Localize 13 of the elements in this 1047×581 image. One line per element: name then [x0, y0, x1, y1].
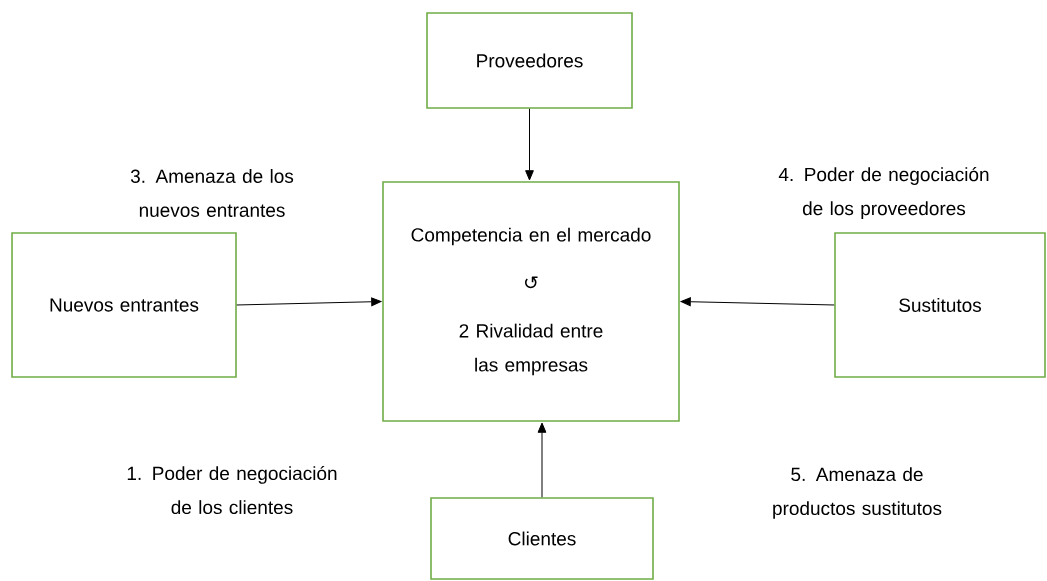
arrow: [525, 108, 534, 181]
box: Proveedores: [426, 12, 633, 109]
note-text: 1. Poder de negociación de los clientes: [127, 465, 337, 515]
arrow: [537, 422, 547, 498]
arrow: [680, 297, 835, 307]
note-text: 5. Amenaza de productos sustitutos: [773, 467, 942, 519]
central-box: Competencia en el mercado ↺ 2 Rivalidad entre las empresas: [382, 181, 680, 422]
arrow: [236, 297, 382, 307]
box: Nuevos entrantes: [11, 232, 237, 378]
note-text: 3. Amenaza de los nuevos entrantes: [130, 169, 294, 217]
box: Sustitutos: [834, 232, 1046, 378]
box: Clientes: [430, 497, 654, 580]
note-text: 4. Poder de negociación de los proveedores: [778, 167, 989, 219]
